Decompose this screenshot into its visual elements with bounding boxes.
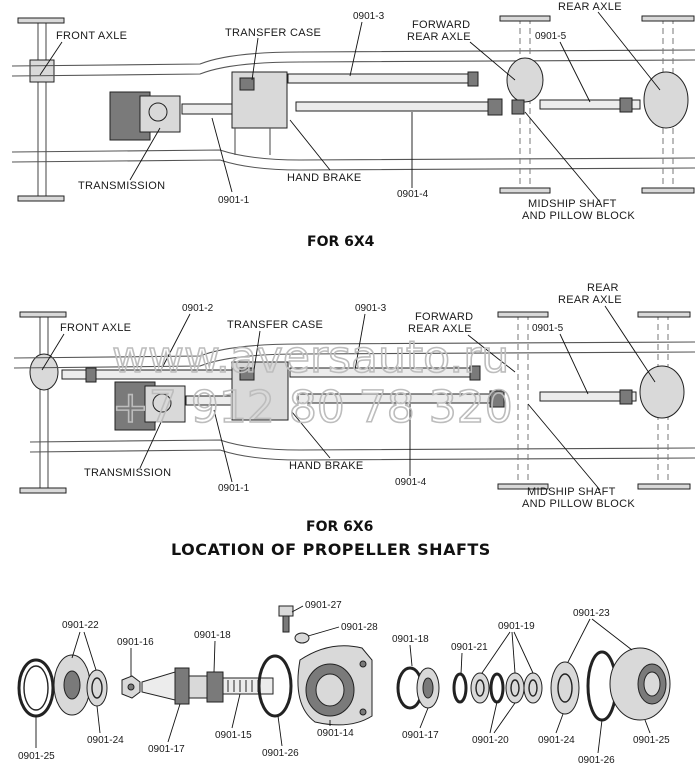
propeller-shafts-6x4 [181,71,641,116]
transmission-6x6 [114,381,186,431]
label-0901-3-6x6: 0901-3 [355,303,387,314]
diagram-6x4: FRONT AXLE TRANSFER CASE 0901-3 FORWARD … [11,1,696,250]
exploded-view: 0901-27 0901-28 0901-22 0901-16 0901-18 … [17,600,671,766]
forward-rear-axle-6x6 [497,311,549,490]
propeller-shafts-6x6 [61,365,637,408]
label-pillow-block: AND PILLOW BLOCK [522,210,635,222]
label-forward: FORWARD [412,19,470,31]
label-0901-1-6x6: 0901-1 [218,483,250,494]
label-0901-15: 0901-15 [215,730,252,741]
label-rear-rear-axle-6x6: REAR AXLE [558,294,622,306]
caption-6x6: FOR 6X6 [306,519,373,535]
watermark-phone: +7 912 80 78 320 [112,382,513,433]
label-0901-28: 0901-28 [341,622,378,633]
part-0901-21 [452,672,468,704]
part-0901-24-left [86,669,108,707]
label-0901-25-left: 0901-25 [18,751,55,762]
label-rear-6x6: REAR [587,282,619,294]
label-0901-3: 0901-3 [353,11,385,22]
label-0901-1: 0901-1 [218,195,250,206]
label-0901-14: 0901-14 [317,728,354,739]
label-0901-21: 0901-21 [451,642,488,653]
label-0901-26-right: 0901-26 [578,755,615,766]
frame-rails-6x4 [11,49,696,171]
label-0901-18-left: 0901-18 [194,630,231,641]
label-midship-shaft-6x6: MIDSHIP SHAFT [527,486,616,498]
label-forward-6x6: FORWARD [415,311,473,323]
part-0901-18-right [396,666,440,710]
label-hand-brake: HAND BRAKE [287,172,362,184]
label-0901-25-right: 0901-25 [633,735,670,746]
rear-rear-axle-6x6 [637,311,691,490]
leader-lines-6x4 [39,11,661,203]
label-transmission: TRANSMISSION [78,180,165,192]
label-rear-axle-fwd: REAR AXLE [407,31,471,43]
label-0901-20: 0901-20 [472,735,509,746]
label-midship-shaft: MIDSHIP SHAFT [528,198,617,210]
label-pillow-block-6x6: AND PILLOW BLOCK [522,498,635,510]
label-0901-17-right: 0901-17 [402,730,439,741]
label-front-axle-6x6: FRONT AXLE [60,322,131,334]
part-0901-15-shaft [141,667,274,705]
part-0901-26-left [257,654,293,718]
part-0901-28 [294,632,310,644]
label-front-axle: FRONT AXLE [56,30,127,42]
page-title: LOCATION OF PROPELLER SHAFTS [171,540,491,559]
part-0901-25-right [609,647,671,721]
label-rear-axle-fwd-6x6: REAR AXLE [408,323,472,335]
caption-6x4: FOR 6X4 [307,234,375,250]
transmission-6x4 [109,91,181,141]
label-0901-24-left: 0901-24 [87,735,124,746]
front-axle-6x4 [17,17,65,202]
label-0901-2: 0901-2 [182,303,214,314]
label-transmission-6x6: TRANSMISSION [84,467,171,479]
leader-lines-exploded [35,605,651,754]
part-0901-14-housing [297,645,373,726]
label-transfer-case: TRANSFER CASE [225,27,321,39]
label-0901-4-6x6: 0901-4 [395,477,427,488]
label-0901-22: 0901-22 [62,620,99,631]
label-0901-17-left: 0901-17 [148,744,185,755]
frame-rails-6x6 [13,341,696,461]
diagram-6x6: FRONT AXLE 0901-2 TRANSFER CASE 0901-3 F… [13,282,696,535]
part-0901-24-right [550,661,580,715]
label-0901-23: 0901-23 [573,608,610,619]
label-hand-brake-6x6: HAND BRAKE [289,460,364,472]
label-0901-4: 0901-4 [397,189,429,200]
label-0901-27: 0901-27 [305,600,342,611]
leader-lines-6x6 [41,305,656,491]
label-0901-5: 0901-5 [535,31,567,42]
transfer-case-6x6 [231,361,289,421]
part-0901-22 [53,654,91,716]
label-0901-18-right: 0901-18 [392,634,429,645]
label-0901-5-6x6: 0901-5 [532,323,564,334]
label-transfer-case-6x6: TRANSFER CASE [227,319,323,331]
transfer-case-6x4 [231,71,288,155]
rear-axle-6x4 [641,15,695,194]
label-0901-24-right: 0901-24 [538,735,575,746]
label-0901-26-left: 0901-26 [262,748,299,759]
part-0901-16 [121,675,141,699]
part-0901-27 [278,605,294,633]
label-rear-axle: REAR AXLE [558,1,622,13]
label-0901-16: 0901-16 [117,637,154,648]
front-axle-6x6 [19,311,67,494]
watermark-url: www.aversauto.ru [112,332,509,383]
label-0901-19: 0901-19 [498,621,535,632]
part-0901-19-nuts [470,672,543,704]
forward-rear-axle-6x4 [499,15,551,194]
